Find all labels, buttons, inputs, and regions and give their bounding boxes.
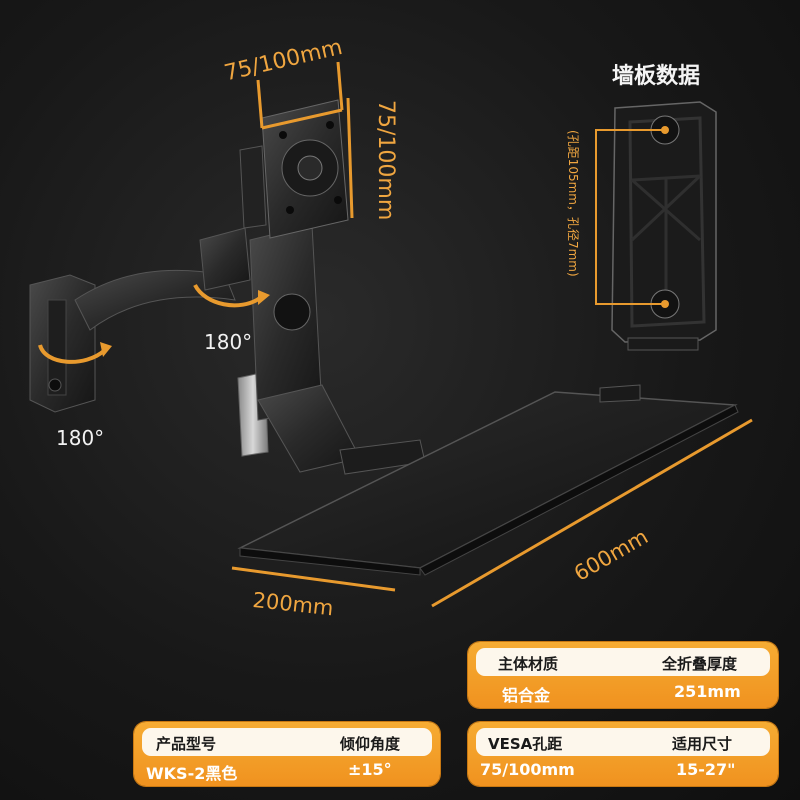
spec-card-header (476, 648, 770, 676)
model-label: 产品型号 (156, 735, 217, 753)
model-value: WKS-2黑色 (146, 764, 238, 783)
rotation-arrow-wall (38, 342, 112, 364)
spec-card-material: 主体材质 全折叠厚度 铝合金 251mm (468, 642, 778, 708)
spec-card-model: 产品型号 倾仰角度 WKS-2黑色 ±15° (134, 722, 440, 786)
dimension-tray-depth (231, 566, 396, 592)
tray-bracket (257, 384, 426, 475)
spec-card-header (142, 728, 432, 756)
lower-arm (74, 227, 251, 331)
material-value: 铝合金 (502, 686, 551, 705)
vesa-value: 75/100mm (480, 760, 575, 779)
dimension-monitor-width (256, 61, 344, 130)
wall-plate-hole-note: (孔距105mm，孔径7mm) (566, 130, 580, 277)
material-label: 主体材质 (498, 655, 559, 673)
wall-plate-title: 墙板数据 (612, 64, 701, 89)
tilt-value: ±15° (348, 760, 392, 779)
spec-card-vesa: VESA孔距 适用尺寸 75/100mm 15-27" (468, 722, 778, 786)
tilt-label: 倾仰角度 (340, 735, 401, 753)
size-label: 适用尺寸 (672, 735, 733, 753)
label-monitor-height: 75/100mm (373, 100, 398, 221)
vesa-plate (239, 99, 349, 239)
label-rotation-wall: 180° (56, 426, 105, 450)
wall-mount-block (29, 274, 96, 413)
fold-thickness-label: 全折叠厚度 (662, 655, 738, 673)
wall-plate (595, 101, 717, 351)
spec-card-header (476, 728, 770, 756)
fold-thickness-value: 251mm (674, 682, 741, 701)
rotation-arrow-arm (193, 283, 270, 308)
keyboard-tray (237, 384, 739, 576)
size-value: 15-27" (676, 760, 736, 779)
label-rotation-arm: 180° (204, 330, 253, 354)
vesa-label: VESA孔距 (488, 735, 563, 753)
dimension-tray-width (431, 418, 753, 608)
dimension-monitor-height (346, 97, 354, 219)
